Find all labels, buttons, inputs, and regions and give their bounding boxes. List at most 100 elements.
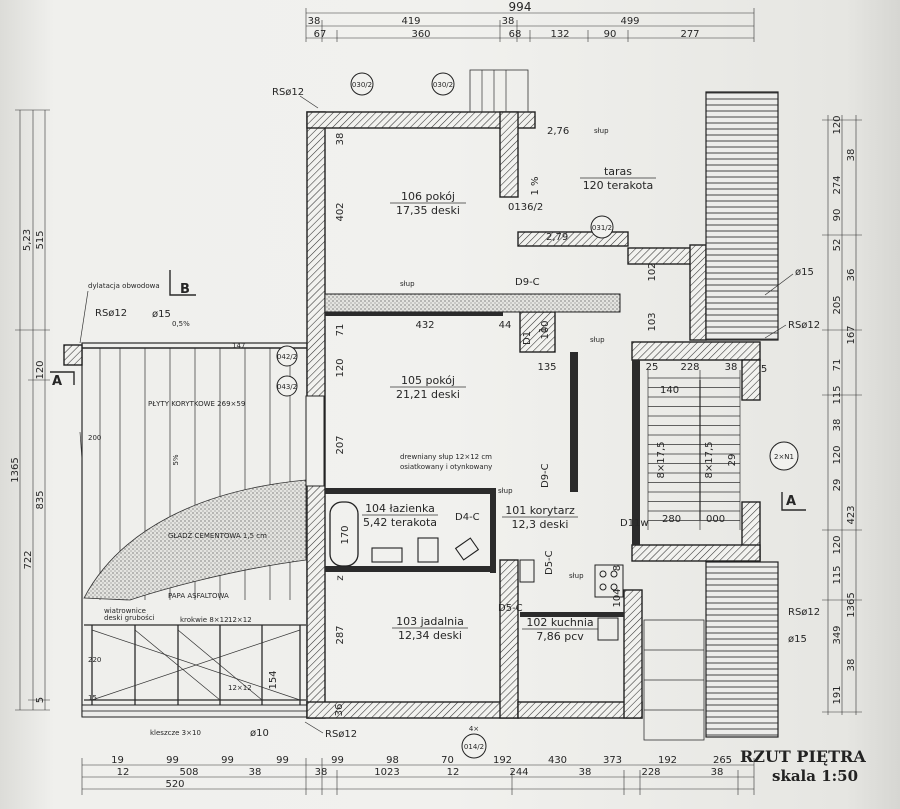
dim-8: 8 <box>612 565 623 571</box>
bathroom-fixtures <box>329 501 480 567</box>
dim-right: 191 <box>832 685 843 704</box>
dim-000: 000 <box>706 514 725 525</box>
note-12x12: 12×12 <box>228 684 252 692</box>
room-label: 106 pokój <box>401 190 455 203</box>
dim-top: 499 <box>620 16 639 27</box>
dim-top: 67 <box>314 29 327 40</box>
dim-279: 2,79 <box>546 232 568 243</box>
dim-1: 1 <box>538 327 549 333</box>
dim-right: 349 <box>832 625 843 644</box>
terrace-boards <box>469 69 779 741</box>
code-d5c: D5-C <box>544 550 555 575</box>
dim-right: 120 <box>832 535 843 554</box>
note-timber-column-finish: osiatkowany i otynkowany <box>400 463 492 471</box>
code-d4c: D4-C <box>455 512 480 523</box>
note-column: słup <box>590 336 605 344</box>
rod-label: ø15 <box>795 267 814 278</box>
dim-right: 38 <box>846 659 857 672</box>
dim-bottom: 38 <box>579 767 592 778</box>
code-d11w: D11w <box>620 518 649 529</box>
dim-bottom: 192 <box>658 755 677 766</box>
dim-top: 419 <box>401 16 420 27</box>
dim-bottom: 1023 <box>374 767 399 778</box>
dim-106-height: 402 <box>335 202 346 221</box>
room-area: 17,35 deski <box>396 204 460 217</box>
dim-bottom: 373 <box>603 755 622 766</box>
rod-label: RSø12 <box>272 87 304 98</box>
dim-top: 90 <box>604 29 617 40</box>
dim-right: 274 <box>832 175 843 194</box>
section-a-right-marker: A <box>786 494 796 509</box>
room-label: taras <box>604 165 632 178</box>
dim-left: 515 <box>35 230 46 249</box>
rod-labels: RSø12 RSø12 RSø12 RSø12 RSø12 ø15 ø15 ø1… <box>95 87 820 740</box>
dim-280: 280 <box>662 514 681 525</box>
dim-105-h1: 71 <box>335 324 346 337</box>
right-dimensions <box>822 115 862 715</box>
top-dimensions: 994 38 419 38 499 67 360 68 132 90 277 <box>305 0 755 42</box>
dim-bottom: 228 <box>641 767 660 778</box>
dim-100: 100 <box>540 320 551 339</box>
dim-right: 29 <box>832 479 843 492</box>
dim-bottom: 38 <box>249 767 262 778</box>
rod-label: RSø12 <box>325 729 357 740</box>
room-area: 7,86 pcv <box>536 630 584 643</box>
tag-043-2: 043/2 <box>277 383 297 391</box>
dim-top: 38 <box>308 16 321 27</box>
interior-dimensions: 402 38 432 44 71 120 207 170 287 135 102… <box>268 126 767 716</box>
dim-bottom: 99 <box>331 755 344 766</box>
code-d9c: D9-C <box>540 463 551 488</box>
dim-right: 423 <box>846 505 857 524</box>
walls <box>305 111 761 719</box>
room-label: 105 pokój <box>401 374 455 387</box>
dim-36: 36 <box>334 704 345 717</box>
note-screed: GŁADŹ CEMENTOWA 1,5 cm <box>168 531 267 540</box>
dim-5: 5 <box>761 364 767 375</box>
dim-right: 52 <box>832 239 843 252</box>
dim-bottom: 430 <box>548 755 567 766</box>
dim-228: 228 <box>680 362 699 373</box>
dim-140: 140 <box>660 385 679 396</box>
room-label: 101 korytarz <box>505 504 575 517</box>
dim-slope: 1 % <box>530 176 541 195</box>
dim-bottom: 19 <box>111 755 124 766</box>
stair-29: 29 <box>727 454 738 467</box>
title-block: RZUT PIĘTRA skala 1:50 <box>740 747 866 785</box>
dim-left: 120 <box>35 360 46 379</box>
dim-right: 1365 <box>846 592 857 617</box>
dim-top: 360 <box>411 29 430 40</box>
drawing-title: RZUT PIĘTRA <box>740 747 866 766</box>
dim-bottom: 38 <box>315 767 328 778</box>
dim-right: 115 <box>832 565 843 584</box>
section-markers: B A A <box>50 270 806 511</box>
room-area: 21,21 deski <box>396 388 460 401</box>
opening-codes: D9-C D9-C D4-C D5-C D5-C D11w D1 0136/2 <box>455 202 649 614</box>
room-area: 12,34 deski <box>398 629 462 642</box>
drawing-scale: skala 1:50 <box>772 767 858 785</box>
dim-bottom: 244 <box>509 767 528 778</box>
dim-top: 132 <box>550 29 569 40</box>
dim-right: 120 <box>832 445 843 464</box>
dim-bottom: 520 <box>165 779 184 790</box>
note-column: słup <box>594 127 609 135</box>
right-dimension-labels: 1203827490523620516771115381202942312011… <box>832 115 857 704</box>
note-rafters: krokwie 8×12 <box>180 616 229 624</box>
dim-bottom: 99 <box>221 755 234 766</box>
bottom-dimensions <box>81 758 755 795</box>
dim-bottom: 70 <box>441 755 454 766</box>
section-a-left-marker: A <box>52 374 62 389</box>
dim-154: 154 <box>268 670 279 689</box>
grid-tags: 030/2 030/2 031/2 042/2 043/2 014/2 2×N1… <box>276 72 799 759</box>
dim-total-width: 994 <box>509 0 532 14</box>
dim-right: 167 <box>846 325 857 344</box>
note-timber-column: drewniany słup 12×12 cm <box>400 453 492 461</box>
room-label: 104 łazienka <box>365 502 435 515</box>
dim-135: 135 <box>537 362 556 373</box>
dim-276: 2,76 <box>547 126 569 137</box>
section-b-marker: B <box>180 282 190 297</box>
rod-label: ø15 <box>788 634 807 645</box>
note-ties: kleszcze 3×10 <box>150 729 201 737</box>
note-12x12: 12×12 <box>228 616 252 624</box>
rod-label: ø10 <box>250 728 269 739</box>
